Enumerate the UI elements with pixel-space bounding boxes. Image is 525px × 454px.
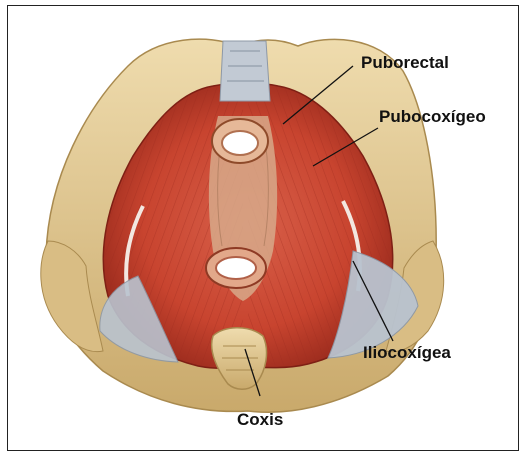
label-pubocoxigeo: Pubocoxígeo bbox=[379, 108, 486, 125]
pelvic-floor-illustration bbox=[8, 6, 520, 452]
label-puborectal: Puborectal bbox=[361, 54, 449, 71]
figure-frame: Puborectal Pubocoxígeo Iliocoxígea Coxis bbox=[7, 5, 519, 451]
label-coxis: Coxis bbox=[237, 411, 283, 428]
pubic-symphysis bbox=[220, 41, 270, 101]
label-iliocoxigea: Iliocoxígea bbox=[363, 344, 451, 361]
